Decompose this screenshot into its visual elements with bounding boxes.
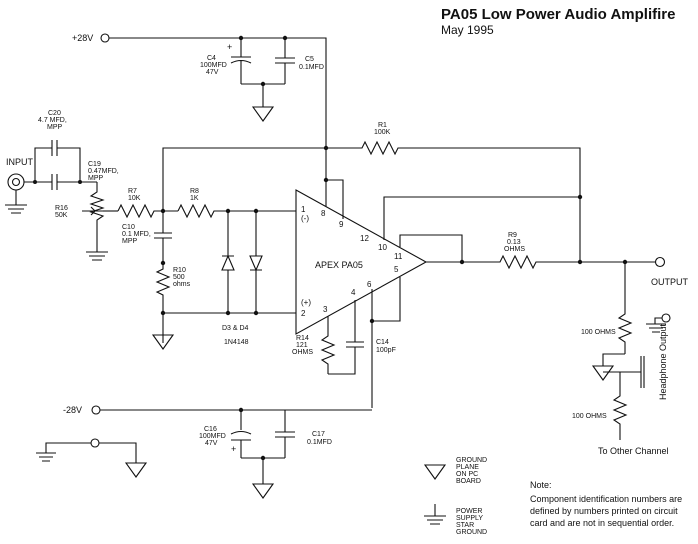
svg-text:GROUND: GROUND — [456, 529, 487, 536]
svg-text:4: 4 — [351, 288, 356, 297]
svg-text:SUPPLY: SUPPLY — [456, 515, 483, 522]
svg-text:Note:: Note: — [530, 480, 552, 490]
svg-text:MPP: MPP — [88, 175, 104, 182]
r16-label: R16 — [55, 205, 68, 212]
svg-text:OHMS: OHMS — [292, 349, 313, 356]
svg-text:2: 2 — [301, 309, 306, 318]
other-channel-label: To Other Channel — [598, 446, 669, 456]
svg-text:R14: R14 — [296, 335, 309, 342]
svg-text:card and are not in sequential: card and are not in sequential order. — [530, 518, 674, 528]
svg-text:3: 3 — [323, 305, 328, 314]
headphone-label: Headphone Output — [658, 323, 668, 400]
schematic-title: PA05 Low Power Audio Amplifire — [441, 6, 675, 23]
schematic-date: May 1995 — [441, 23, 494, 37]
opamp-name: APEX PA05 — [315, 260, 363, 270]
svg-text:0.13: 0.13 — [507, 239, 521, 246]
svg-text:121: 121 — [296, 342, 308, 349]
supply-neg-terminal — [91, 405, 101, 415]
c19-label: C19 — [88, 161, 101, 168]
svg-text:1: 1 — [301, 205, 306, 214]
c10-r10-network: C10 0.1 MFD, MPP R10 500 ohms — [122, 211, 296, 350]
svg-text:ohms: ohms — [173, 281, 191, 288]
svg-text:OHMS: OHMS — [504, 246, 525, 253]
svg-text:Component identification numbe: Component identification numbers are — [530, 494, 682, 504]
svg-text:12: 12 — [360, 234, 369, 243]
svg-text:47V: 47V — [206, 69, 219, 76]
output-label: OUTPUT — [651, 277, 689, 287]
svg-text:C14: C14 — [376, 339, 389, 346]
c20-label: C20 — [48, 110, 61, 117]
svg-text:R1: R1 — [378, 122, 387, 129]
svg-text:C4: C4 — [207, 55, 216, 62]
svg-text:GROUND: GROUND — [456, 457, 487, 464]
svg-text:1N4148: 1N4148 — [224, 339, 249, 346]
svg-text:5: 5 — [394, 265, 399, 274]
ground-symbol — [251, 106, 275, 122]
svg-text:C16: C16 — [204, 426, 217, 433]
svg-text:100 OHMS: 100 OHMS — [581, 329, 616, 336]
svg-text:10K: 10K — [128, 195, 141, 202]
svg-text:0.1MFD: 0.1MFD — [307, 439, 332, 446]
svg-text:100 OHMS: 100 OHMS — [572, 413, 607, 420]
svg-text:0.47MFD,: 0.47MFD, — [88, 168, 119, 175]
capacitor-c4: + C4 100MFD 47V — [200, 38, 252, 84]
svg-text:0.1MFD: 0.1MFD — [299, 64, 324, 71]
svg-text:R8: R8 — [190, 188, 199, 195]
svg-text:47V: 47V — [205, 440, 218, 447]
svg-text:11: 11 — [394, 252, 403, 261]
input-section: INPUT C19 0.47MFD, MPP C20 4.7 MFD, MPP … — [5, 110, 119, 261]
svg-text:C5: C5 — [305, 56, 314, 63]
output-section: OUTPUT 100 OHMS Headphone Output 100 OHM… — [572, 256, 689, 456]
svg-text:+: + — [227, 42, 232, 52]
svg-text:500: 500 — [173, 274, 185, 281]
svg-text:R9: R9 — [508, 232, 517, 239]
diodes-d3-d4: D3 & D4 1N4148 — [221, 211, 263, 346]
svg-text:POWER: POWER — [456, 508, 482, 515]
svg-text:100MFD: 100MFD — [199, 433, 226, 440]
svg-text:50K: 50K — [55, 212, 68, 219]
svg-text:PLANE: PLANE — [456, 464, 479, 471]
supply-neg-label: -28V — [63, 405, 82, 415]
svg-text:R7: R7 — [128, 188, 137, 195]
svg-text:MPP: MPP — [122, 238, 138, 245]
svg-text:BOARD: BOARD — [456, 478, 481, 485]
svg-text:10: 10 — [378, 243, 387, 252]
note-block: Note: Component identification numbers a… — [530, 480, 682, 528]
svg-text:R10: R10 — [173, 267, 186, 274]
svg-text:D3 & D4: D3 & D4 — [222, 325, 249, 332]
svg-text:(+): (+) — [301, 298, 311, 307]
svg-text:STAR: STAR — [456, 522, 474, 529]
svg-text:4.7 MFD,: 4.7 MFD, — [38, 117, 67, 124]
positive-supply-rail: +28V + C4 100MFD 47V C5 0.1MFD — [72, 33, 327, 210]
svg-text:ON PC: ON PC — [456, 471, 478, 478]
svg-text:100K: 100K — [374, 129, 391, 136]
svg-text:9: 9 — [339, 220, 344, 229]
ground-legend: GROUND PLANE ON PC BOARD POWER SUPPLY ST… — [423, 457, 487, 536]
svg-text:C10: C10 — [122, 224, 135, 231]
svg-text:MPP: MPP — [47, 124, 63, 131]
svg-text:+: + — [231, 444, 236, 454]
svg-text:1K: 1K — [190, 195, 199, 202]
svg-text:100pF: 100pF — [376, 347, 396, 354]
svg-text:defined by numbers printed on: defined by numbers printed on circuit — [530, 506, 678, 516]
opamp-pa05: APEX PA05 1 (-) 2 (+) 3 4 5 6 8 9 10 11 … — [295, 189, 428, 335]
capacitor-c5: C5 0.1MFD — [275, 38, 324, 84]
svg-text:6: 6 — [367, 280, 372, 289]
svg-text:(-): (-) — [301, 214, 309, 223]
negative-supply-rail: -28V + C16 100MFD 47V C17 0.1MFD — [36, 405, 372, 499]
svg-text:0.1 MFD,: 0.1 MFD, — [122, 231, 151, 238]
svg-text:100MFD: 100MFD — [200, 62, 227, 69]
supply-pos-label: +28V — [72, 33, 93, 43]
svg-text:8: 8 — [321, 209, 326, 218]
opamp-wiring: R1 100K R9 0.13 OHMS C14 100pF R14 121 O… — [162, 122, 655, 408]
input-resistors: R7 10K R8 1K — [117, 188, 296, 219]
supply-pos-terminal — [100, 33, 110, 43]
input-label: INPUT — [6, 157, 34, 167]
svg-text:C17: C17 — [312, 431, 325, 438]
output-terminal — [654, 256, 666, 268]
